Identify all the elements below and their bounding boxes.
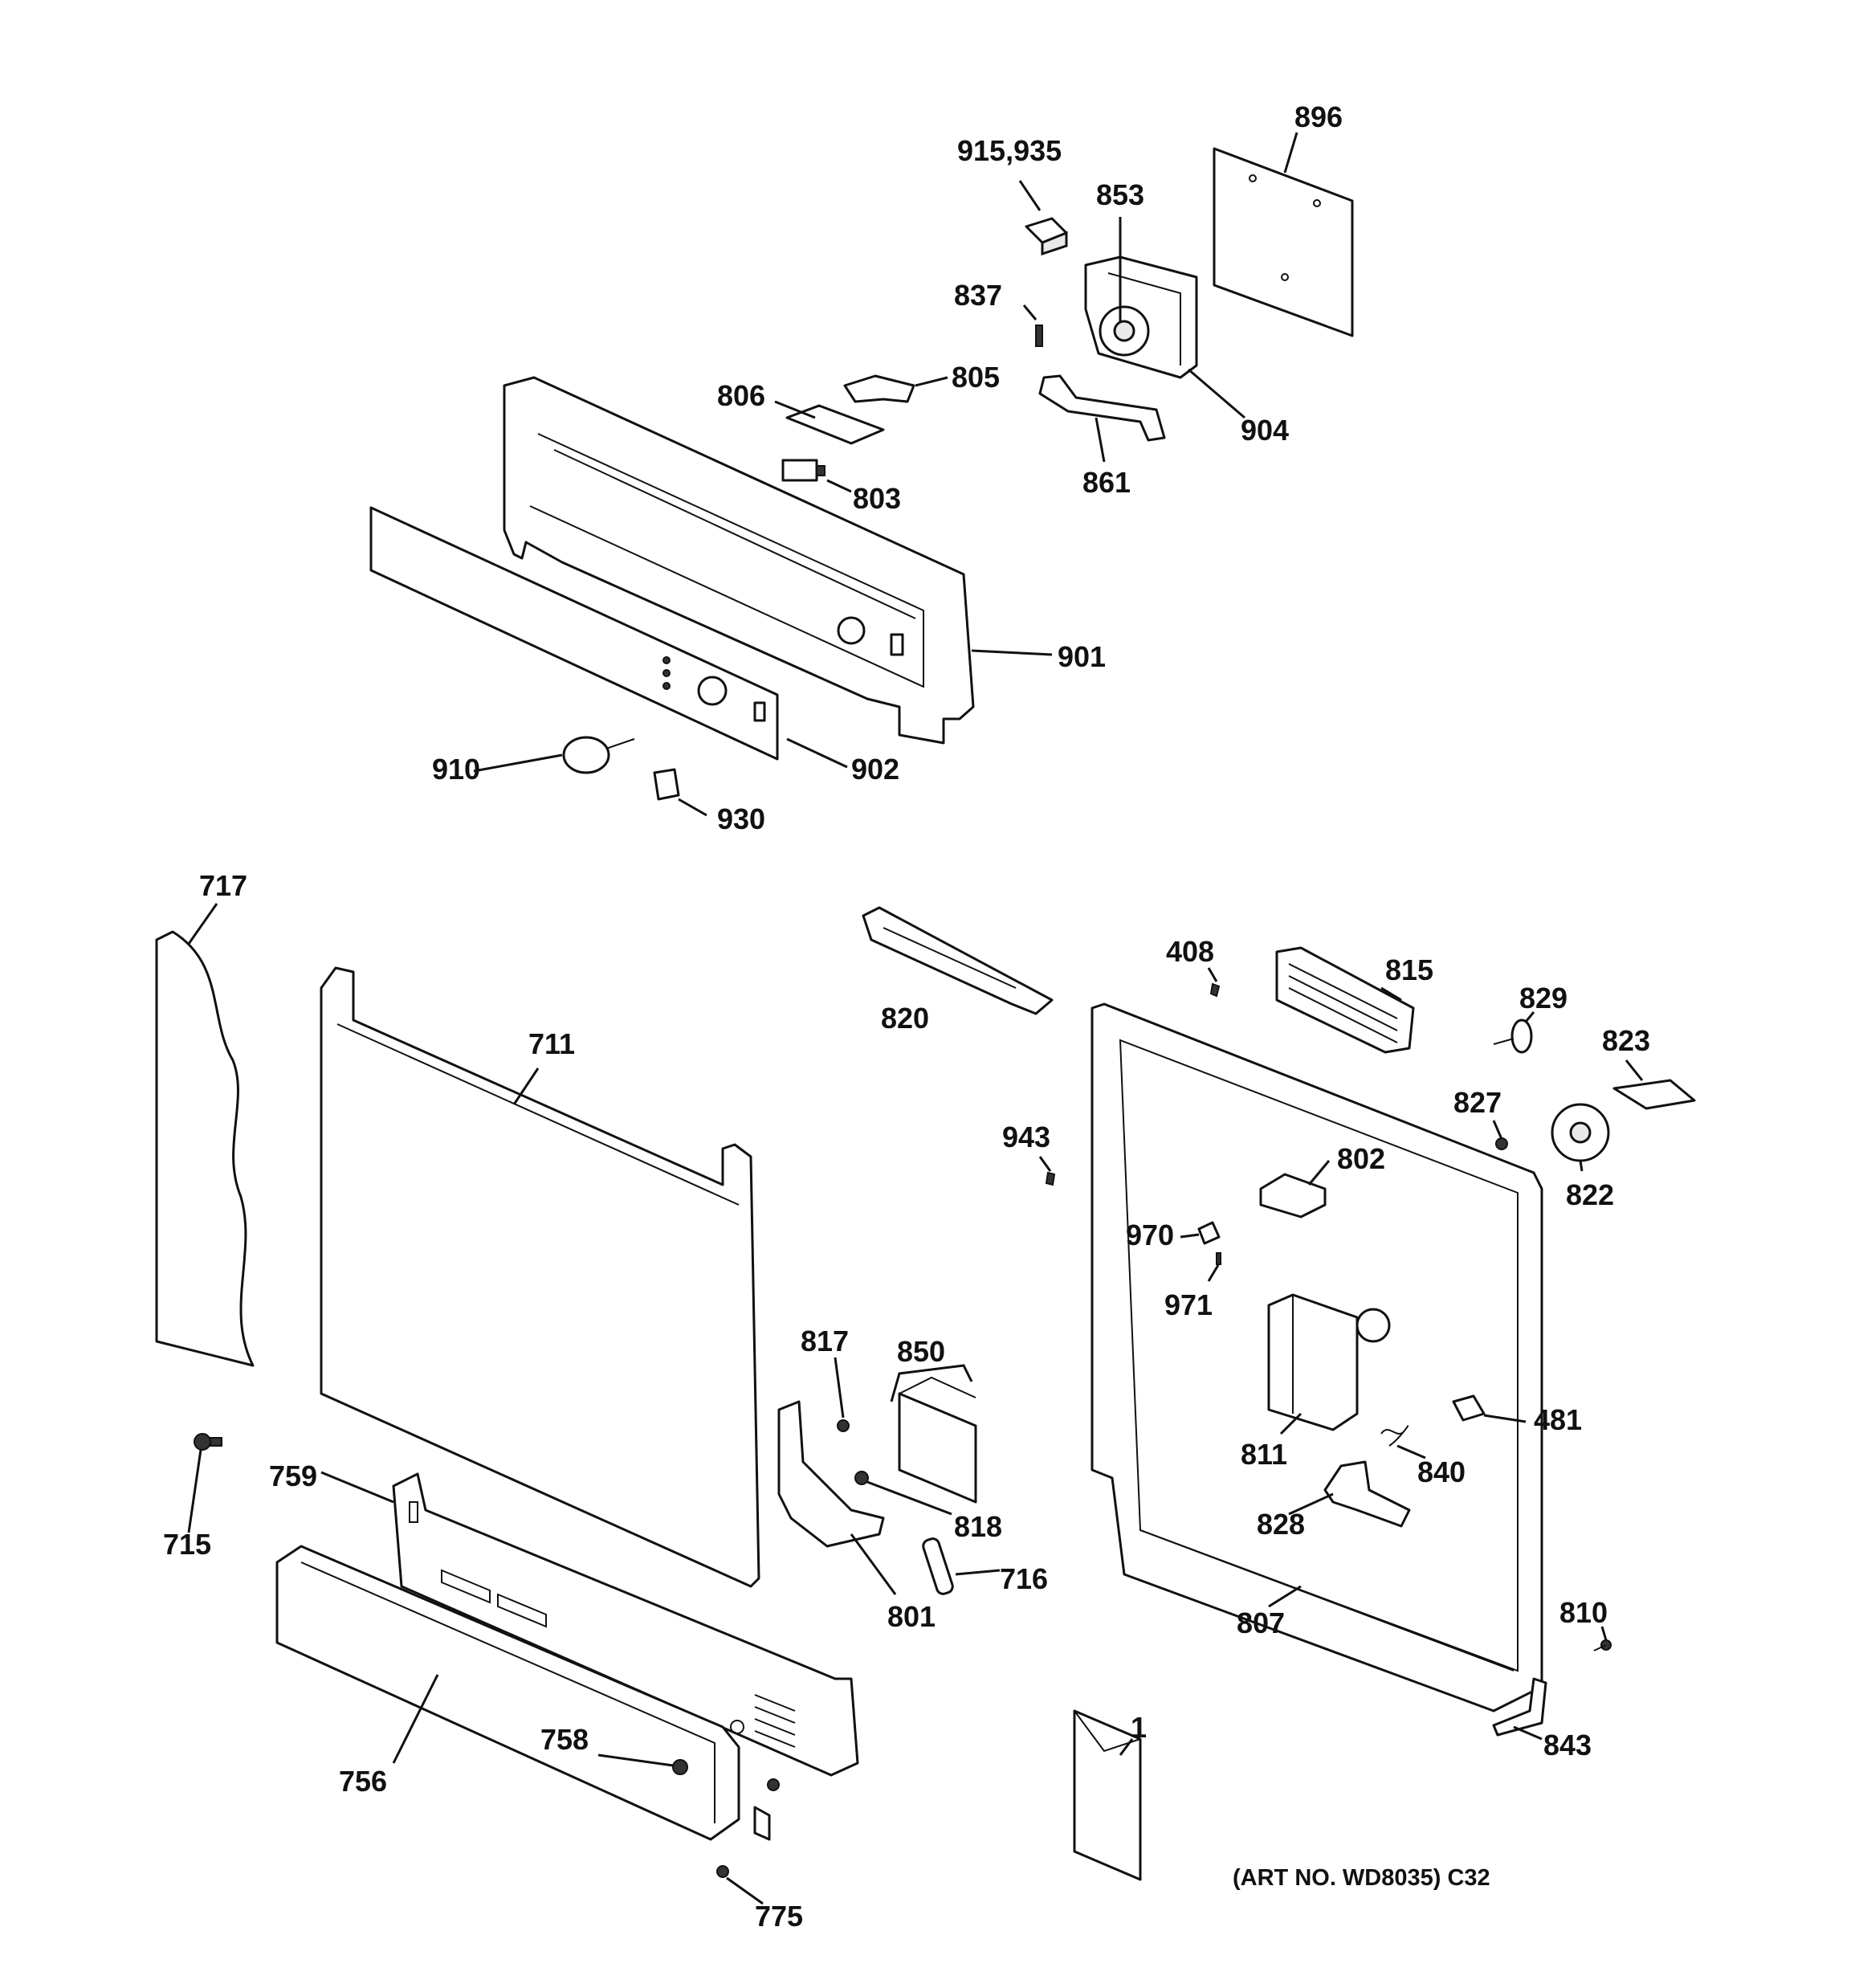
callout-802: 802 <box>1337 1142 1386 1175</box>
part-805-bracket <box>843 374 915 403</box>
part-716-link <box>922 1537 954 1595</box>
part-822-gear <box>1551 1103 1610 1162</box>
part-896-panel <box>1213 147 1354 337</box>
part-840-spring <box>1380 1425 1409 1447</box>
part-756-kickplate <box>275 1545 796 1841</box>
part-902-overlay <box>369 506 779 761</box>
part-915-935-connector <box>1025 217 1068 256</box>
part-802-latch <box>1259 1173 1327 1219</box>
part-801-hinge <box>777 1400 885 1548</box>
callout-815: 815 <box>1385 953 1434 986</box>
part-901-console <box>503 376 975 745</box>
callout-801: 801 <box>887 1600 936 1633</box>
callout-711: 711 <box>528 1027 576 1060</box>
callout-817: 817 <box>801 1325 850 1357</box>
part-803-switch <box>781 459 826 482</box>
callout-902: 902 <box>851 753 900 786</box>
callout-943: 943 <box>1002 1121 1051 1153</box>
part-971-pin <box>1216 1252 1221 1265</box>
part-715-screw <box>194 1433 222 1451</box>
part-820-handle <box>862 906 1054 1015</box>
callout-803: 803 <box>853 482 902 515</box>
callout-775: 775 <box>755 1900 804 1933</box>
part-850-plate <box>898 1376 977 1504</box>
callout-715: 715 <box>163 1528 212 1561</box>
part-970-block <box>1197 1221 1221 1245</box>
callout-758: 758 <box>540 1723 589 1756</box>
callout-759: 759 <box>269 1459 318 1492</box>
callout-840: 840 <box>1417 1455 1466 1488</box>
callout-971: 971 <box>1164 1288 1213 1321</box>
callout-756: 756 <box>339 1765 388 1798</box>
callout-820: 820 <box>881 1002 930 1035</box>
callout-811: 811 <box>1241 1438 1288 1471</box>
part-943-screw <box>1045 1171 1056 1186</box>
part-818-screw <box>854 1471 869 1485</box>
callout-853: 853 <box>1096 178 1145 211</box>
part-811-dispenser <box>1267 1293 1391 1431</box>
callout-827: 827 <box>1453 1086 1502 1119</box>
callout-717: 717 <box>199 869 248 902</box>
part-861-lever <box>1038 374 1166 442</box>
callout-915-935: 915,935 <box>957 134 1062 167</box>
callout-818: 818 <box>954 1510 1003 1543</box>
part-837-spring <box>1035 325 1043 347</box>
callout-843: 843 <box>1543 1729 1592 1761</box>
part-408-screw <box>1209 982 1221 998</box>
part-759-bracket <box>392 1472 859 1777</box>
part-717-insulation <box>155 930 255 1367</box>
part-930-button <box>653 768 680 801</box>
callout-910: 910 <box>432 753 481 786</box>
part-853-timer <box>1084 255 1198 379</box>
callout-837: 837 <box>954 279 1003 312</box>
callout-806: 806 <box>717 379 766 412</box>
callout-805: 805 <box>952 361 1001 394</box>
part-910-knob <box>562 736 635 774</box>
callout-828: 828 <box>1257 1508 1306 1541</box>
callout-904: 904 <box>1241 414 1290 447</box>
part-481-label <box>1452 1394 1486 1422</box>
part-810-screw <box>1593 1639 1612 1651</box>
part-828-arm <box>1323 1460 1411 1528</box>
callout-970: 970 <box>1126 1219 1175 1251</box>
part-711-outer-door <box>320 966 760 1588</box>
part-775-screws <box>716 1778 780 1878</box>
callout-829: 829 <box>1519 982 1568 1014</box>
part-823-shaft <box>1612 1079 1696 1110</box>
callout-1: 1 <box>1131 1711 1148 1744</box>
part-1-literature <box>1073 1709 1142 1881</box>
callout-823: 823 <box>1602 1024 1651 1057</box>
callout-807: 807 <box>1237 1606 1286 1639</box>
callout-822: 822 <box>1566 1178 1615 1211</box>
callout-481: 481 <box>1534 1403 1583 1436</box>
part-829-bearing <box>1493 1018 1533 1054</box>
part-843-rail <box>1492 1677 1547 1737</box>
art-number: (ART NO. WD8035) C32 <box>1233 1865 1490 1891</box>
part-758-screw <box>672 1759 688 1775</box>
callout-930: 930 <box>717 802 766 835</box>
callout-850: 850 <box>897 1335 946 1368</box>
callout-716: 716 <box>1000 1562 1049 1595</box>
callout-861: 861 <box>1082 466 1131 499</box>
callout-901: 901 <box>1058 640 1107 673</box>
part-815-vent <box>1275 946 1415 1054</box>
callout-408: 408 <box>1166 935 1215 968</box>
leader-lines <box>187 132 1644 1905</box>
callout-896: 896 <box>1294 100 1343 133</box>
callout-810: 810 <box>1559 1596 1608 1629</box>
part-827-screw <box>1495 1137 1508 1150</box>
part-817-screw <box>837 1419 850 1432</box>
